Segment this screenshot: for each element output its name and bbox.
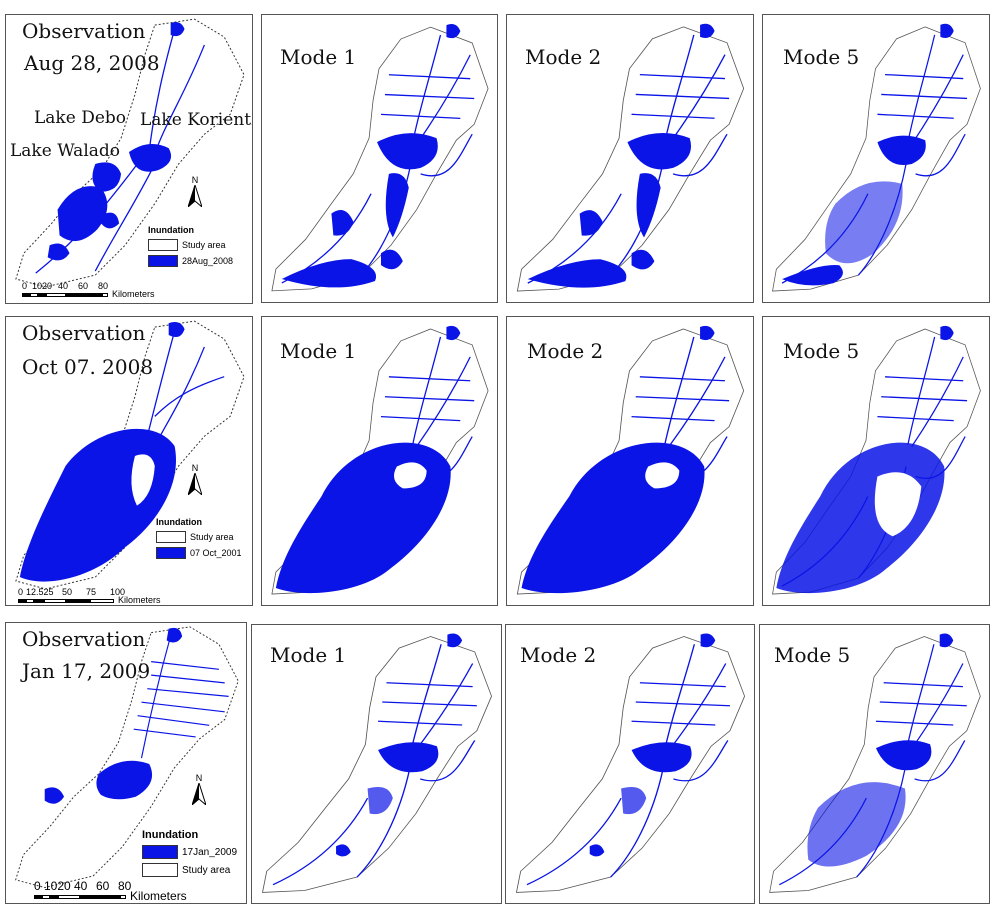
mode-2-map-row-1: Mode 2 xyxy=(506,14,754,303)
mode-label: Mode 1 xyxy=(280,45,357,69)
map-legend: Inundation Study area 07 Oct_2001 xyxy=(156,517,242,559)
north-arrow-icon xyxy=(186,471,204,497)
scale-tick: 75 xyxy=(86,587,97,597)
mode-1-map-row-3: Mode 1 xyxy=(251,624,502,904)
legend-label: Study area xyxy=(182,240,226,250)
mode-5-map-row-3: Mode 5 xyxy=(759,624,990,904)
legend-label: Study area xyxy=(190,532,234,542)
legend-swatch-study-area xyxy=(156,531,186,543)
north-arrow-icon xyxy=(190,781,208,807)
scale-tick: 40 xyxy=(58,281,69,291)
legend-swatch-inundation xyxy=(142,845,178,859)
scale-bar: 0 1020 40 60 80 Kilometers xyxy=(34,879,187,903)
mode-2-map-row-2: Mode 2 xyxy=(506,316,754,606)
scale-tick: 0 xyxy=(18,587,24,597)
legend-swatch-study-area xyxy=(142,863,178,877)
mode-label: Mode 2 xyxy=(520,643,597,667)
north-arrow: N xyxy=(186,175,204,209)
north-arrow: N xyxy=(186,463,204,497)
observation-date: Oct 07. 2008 xyxy=(22,355,154,379)
legend-swatch-inundation xyxy=(156,547,186,559)
mode-label: Mode 1 xyxy=(280,339,357,363)
mode-1-map-row-1: Mode 1 xyxy=(261,14,498,303)
scale-tick: 60 xyxy=(78,281,89,291)
scale-tick: 12.525 xyxy=(26,587,54,597)
mode-label: Mode 1 xyxy=(270,643,347,667)
north-label: N xyxy=(191,463,199,473)
scale-tick: 50 xyxy=(62,587,73,597)
map-legend: Inundation Study area 28Aug_2008 xyxy=(148,225,233,267)
lake-korientze-label: Lake Korientze xyxy=(140,110,252,130)
observation-label: Observation xyxy=(22,321,146,345)
legend-label: 28Aug_2008 xyxy=(182,256,234,266)
observation-map-aug-2008: Observation Aug 28, 2008 Lake Debo Lake … xyxy=(5,14,253,304)
observation-label: Observation xyxy=(22,19,146,43)
north-arrow-icon xyxy=(186,183,204,209)
inundation-map xyxy=(15,320,245,590)
scale-tick: 1020 xyxy=(44,879,71,893)
scale-tick: 100 xyxy=(110,587,126,597)
scale-unit: Kilometers xyxy=(112,289,155,299)
mode-label: Mode 5 xyxy=(783,339,860,363)
scale-bar: 0 1020 40 60 80 Kilometers xyxy=(22,281,155,299)
north-label: N xyxy=(191,175,199,185)
inundation-map xyxy=(15,18,245,288)
scale-tick: 1020 xyxy=(32,281,53,291)
scale-tick: 0 xyxy=(22,281,28,291)
mode-1-map-row-2: Mode 1 xyxy=(261,316,498,606)
mode-label: Mode 5 xyxy=(774,643,851,667)
legend-title: Inundation xyxy=(156,517,202,527)
mode-label: Mode 5 xyxy=(783,45,860,69)
scale-tick: 40 xyxy=(74,879,88,893)
scale-tick: 0 xyxy=(34,879,41,893)
scale-tick: 60 xyxy=(96,879,110,893)
legend-label: 17Jan_2009 xyxy=(182,846,238,858)
scale-unit: Kilometers xyxy=(118,595,161,605)
observation-date: Jan 17, 2009 xyxy=(22,659,151,683)
mode-label: Mode 2 xyxy=(527,339,604,363)
observation-label: Observation xyxy=(22,627,146,651)
map-legend: Inundation 17Jan_2009 Study area xyxy=(142,829,237,877)
legend-label: Study area xyxy=(182,864,231,876)
lake-debo-label: Lake Debo xyxy=(34,108,126,128)
legend-swatch-inundation xyxy=(148,255,178,267)
scale-bar: 0 12.525 50 75 100 Kilometers xyxy=(18,587,161,605)
legend-title: Inundation xyxy=(148,225,194,235)
mode-5-map-row-1: Mode 5 xyxy=(762,14,990,303)
north-label: N xyxy=(195,773,203,783)
legend-swatch-study-area xyxy=(148,239,178,251)
mode-2-map-row-3: Mode 2 xyxy=(505,624,755,904)
lake-walado-label: Lake Walado xyxy=(10,141,121,161)
scale-tick: 80 xyxy=(98,281,109,291)
observation-map-jan-2009: Observation Jan 17, 2009 N Inundation 17… xyxy=(5,622,247,904)
mode-label: Mode 2 xyxy=(525,45,602,69)
scale-tick: 80 xyxy=(118,879,132,893)
legend-title: Inundation xyxy=(142,829,199,841)
legend-label: 07 Oct_2001 xyxy=(190,548,242,558)
observation-date: Aug 28, 2008 xyxy=(24,51,160,75)
scale-unit: Kilometers xyxy=(130,889,187,903)
mode-5-map-row-2: Mode 5 xyxy=(762,316,990,606)
observation-map-oct-2008: Observation Oct 07. 2008 N Inundation St… xyxy=(5,316,253,606)
north-arrow: N xyxy=(190,773,208,807)
inundation-map xyxy=(15,626,239,889)
